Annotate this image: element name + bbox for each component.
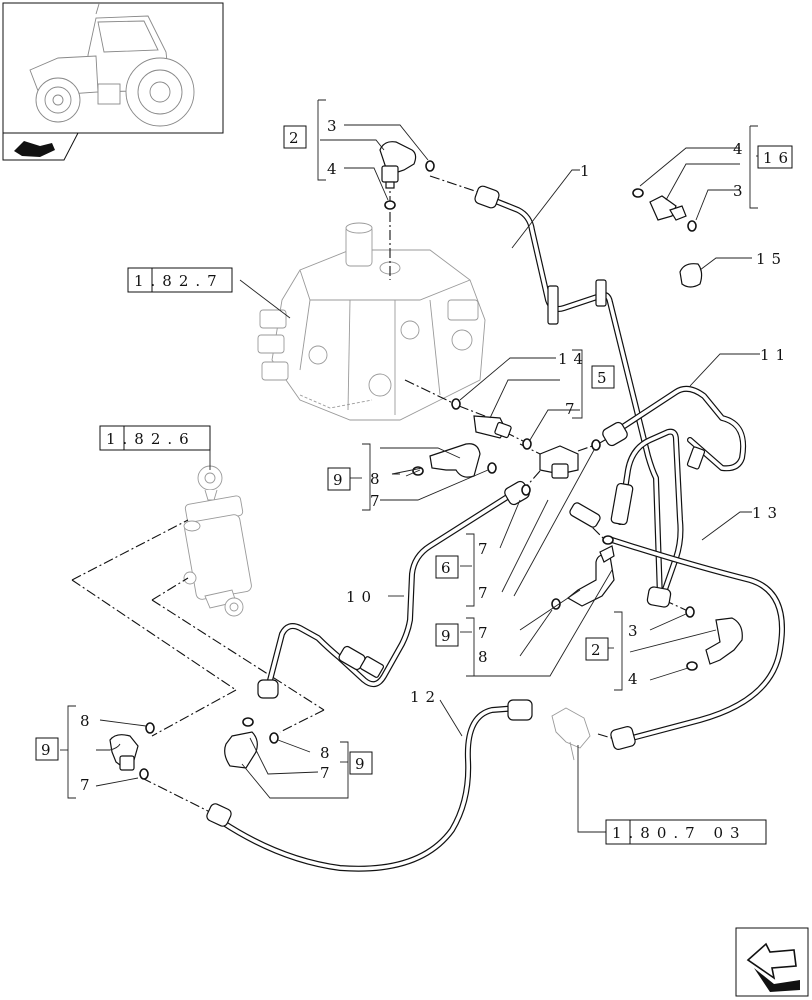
next-page-arrow-icon[interactable] bbox=[735, 927, 809, 997]
book-section-icon[interactable] bbox=[2, 132, 79, 161]
elbow-adapter-top bbox=[379, 141, 417, 189]
callout-7-a: 7 bbox=[565, 400, 575, 418]
pipe-1 bbox=[485, 195, 663, 601]
callout-14: 14 bbox=[558, 350, 589, 368]
elbow-fitting-9d bbox=[224, 731, 258, 769]
pipe-secondary bbox=[617, 428, 684, 601]
callout-4-top: 4 bbox=[327, 160, 337, 178]
callout-15: 15 bbox=[756, 250, 787, 268]
straight-adapter-14 bbox=[473, 415, 512, 439]
svg-text:9: 9 bbox=[355, 755, 365, 773]
callout-4-right: 4 bbox=[733, 140, 743, 158]
callout-box-9b: 9 bbox=[435, 623, 459, 647]
elbow-adapter-2 bbox=[705, 617, 743, 665]
callout-box-9c: 9 bbox=[35, 737, 59, 761]
callout-numbers: 3 4 1 4 3 15 14 7 11 8 7 13 7 7 10 7 8 3… bbox=[80, 117, 791, 794]
callout-8-d: 8 bbox=[320, 744, 330, 762]
callout-3-mid: 3 bbox=[628, 622, 638, 640]
ref-box-1826[interactable]: 1.82.6 bbox=[99, 425, 211, 451]
straight-adapter-16 bbox=[649, 195, 687, 221]
coupling-ghost bbox=[551, 707, 591, 761]
callout-box-2-right: 2 bbox=[585, 637, 609, 661]
callout-3-top: 3 bbox=[327, 117, 337, 135]
pipe-11 bbox=[609, 385, 746, 472]
callout-7-c: 7 bbox=[478, 540, 488, 558]
callout-8-a: 8 bbox=[370, 470, 380, 488]
ref-box-18070[interactable]: 1.80.7 03 bbox=[605, 819, 767, 845]
svg-text:2: 2 bbox=[289, 129, 299, 147]
callout-7-e: 7 bbox=[478, 624, 488, 642]
callout-box-2-top: 2 bbox=[283, 125, 307, 149]
callout-4-mid: 4 bbox=[628, 670, 638, 688]
callout-1: 1 bbox=[580, 162, 590, 180]
tractor-thumbnail-icon bbox=[2, 2, 224, 134]
lift-cylinder-ghost bbox=[183, 465, 252, 617]
svg-text:6: 6 bbox=[441, 559, 451, 577]
callout-12: 12 bbox=[410, 688, 441, 706]
callout-7-b: 7 bbox=[370, 492, 380, 510]
ref-label-1826: 1.82.6 bbox=[106, 430, 196, 448]
tee-fitting-6 bbox=[539, 445, 579, 479]
svg-text:2: 2 bbox=[591, 641, 601, 659]
cap-15 bbox=[679, 263, 703, 288]
elbow-fitting-9b bbox=[566, 545, 615, 607]
callout-7-g: 7 bbox=[320, 764, 330, 782]
control-valve-block-ghost bbox=[257, 222, 486, 421]
leader-lines bbox=[60, 99, 766, 833]
callout-box-16: 16 bbox=[757, 145, 794, 169]
o-rings bbox=[139, 160, 698, 780]
ref-label-1827: 1.82.7 bbox=[134, 272, 224, 290]
callout-8-c: 8 bbox=[80, 712, 90, 730]
callout-box-9d: 9 bbox=[349, 751, 373, 775]
svg-text:9: 9 bbox=[333, 471, 343, 489]
svg-text:9: 9 bbox=[41, 741, 51, 759]
ref-box-1827[interactable]: 1.82.7 bbox=[127, 267, 233, 293]
pipe-10 bbox=[265, 491, 515, 691]
callout-13: 13 bbox=[752, 504, 783, 522]
svg-text:16: 16 bbox=[763, 149, 794, 167]
callout-7-f: 7 bbox=[80, 776, 90, 794]
callout-7-d: 7 bbox=[478, 584, 488, 602]
svg-text:9: 9 bbox=[441, 627, 451, 645]
ref-label-18070: 1.80.7 03 bbox=[612, 824, 747, 842]
callout-10: 10 bbox=[346, 588, 377, 606]
pipe-13 bbox=[609, 537, 785, 741]
callout-box-5: 5 bbox=[591, 365, 615, 389]
svg-text:5: 5 bbox=[597, 369, 607, 387]
callout-box-9a: 9 bbox=[327, 467, 351, 491]
callout-3-right: 3 bbox=[733, 182, 743, 200]
callout-11: 11 bbox=[760, 346, 791, 364]
elbow-fitting-9a bbox=[429, 443, 481, 478]
elbow-fitting-9c bbox=[109, 734, 139, 771]
pipe-12 bbox=[219, 705, 521, 872]
callout-8-b: 8 bbox=[478, 648, 488, 666]
callout-box-6: 6 bbox=[435, 555, 459, 579]
